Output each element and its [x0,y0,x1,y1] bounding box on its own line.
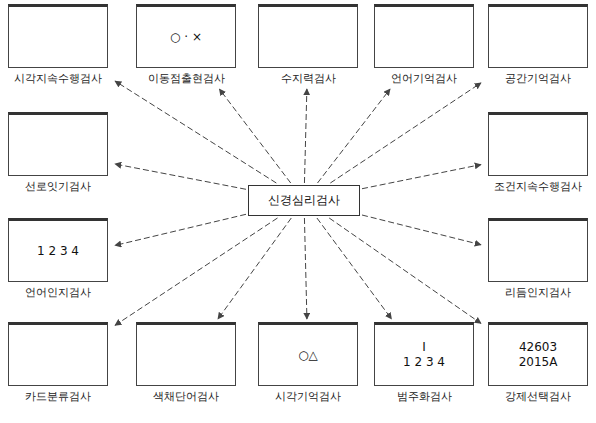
test-thumbnail: 언어기억검사 [370,4,478,86]
connector-line [304,89,306,183]
screen-text: 42603 [519,340,557,355]
test-caption: 시각기억검사 [254,389,362,404]
screen-text: ○ · × [170,30,202,45]
connector-line [115,214,246,245]
test-thumbnail: 시각지속수행검사 [4,4,112,86]
center-title: 신경심리검사 [268,192,340,209]
connector-line [362,215,481,245]
connector-line [115,218,278,325]
screen-frame: ○△ [258,322,358,386]
connector-line [318,89,391,183]
test-caption: 이동점출현검사 [132,71,240,86]
test-thumbnail: 수지력검사 [254,4,362,86]
screen-frame [8,4,108,68]
test-thumbnail: 1 2 3 4 언어인지검사 [4,218,112,300]
connector-line [362,165,481,189]
screen-text: 1 2 3 4 [403,355,445,370]
screen-frame [488,4,588,68]
test-thumbnail: ○ · × 이동점출현검사 [132,4,240,86]
screen-frame [258,4,358,68]
test-thumbnail: 426032015A 강제선택검사 [484,322,592,404]
test-caption: 강제선택검사 [484,389,592,404]
screen-frame [136,322,236,386]
test-thumbnail: 선로잇기검사 [4,112,112,194]
test-caption: 조건지속수행검사 [484,179,592,194]
test-thumbnail: 공간기억검사 [484,4,592,86]
connector-line [317,218,392,319]
test-thumbnail: I1 2 3 4 범주화검사 [370,322,478,404]
screen-text: 2015A [519,355,558,370]
test-caption: 수지력검사 [254,71,362,86]
screen-frame: ○ · × [136,4,236,68]
screen-frame: 426032015A [488,322,588,386]
test-caption: 언어인지검사 [4,285,112,300]
connector-line [329,218,481,323]
screen-text: I [422,340,426,355]
test-caption: 색채단어검사 [132,389,240,404]
test-caption: 시각지속수행검사 [4,71,112,86]
screen-frame: I1 2 3 4 [374,322,474,386]
test-thumbnail: ○△ 시각기억검사 [254,322,362,404]
connector-line [218,218,291,319]
connector-line [115,164,246,189]
screen-frame [488,218,588,282]
connector-line [219,89,290,183]
test-caption: 범주화검사 [370,389,478,404]
connector-line [330,83,481,183]
center-box: 신경심리검사 [248,185,360,216]
screen-frame [374,4,474,68]
test-thumbnail: 색채단어검사 [132,322,240,404]
screen-frame [8,322,108,386]
test-caption: 카드분류검사 [4,389,112,404]
test-thumbnail: 리듬인지검사 [484,218,592,300]
connector-line [304,218,306,319]
screen-frame [8,112,108,176]
test-thumbnail: 카드분류검사 [4,322,112,404]
screen-frame [488,112,588,176]
screen-frame: 1 2 3 4 [8,218,108,282]
screen-text: ○△ [298,348,318,363]
test-caption: 리듬인지검사 [484,285,592,300]
screen-text: 1 2 3 4 [37,244,79,259]
test-caption: 언어기억검사 [370,71,478,86]
test-thumbnail: 조건지속수행검사 [484,112,592,194]
test-caption: 공간기억검사 [484,71,592,86]
test-caption: 선로잇기검사 [4,179,112,194]
